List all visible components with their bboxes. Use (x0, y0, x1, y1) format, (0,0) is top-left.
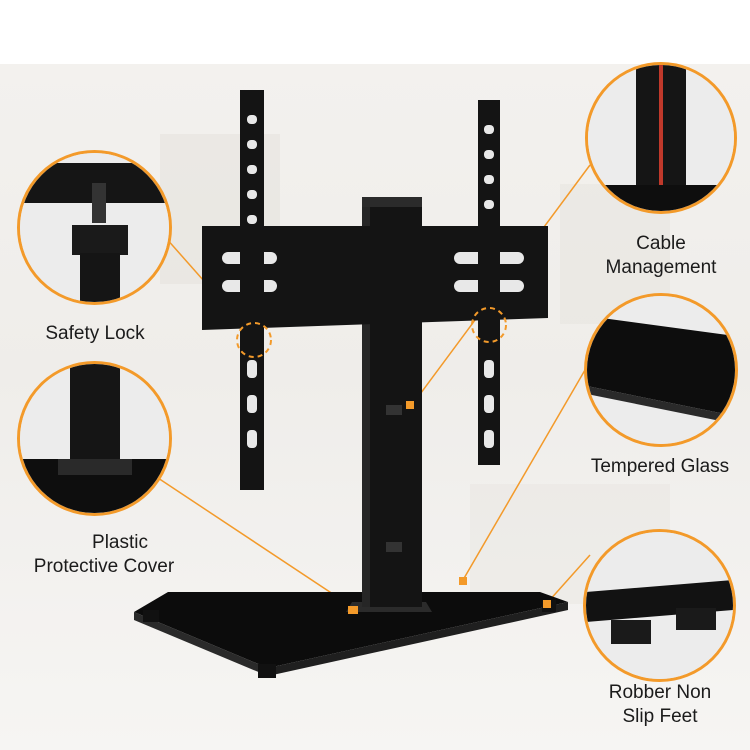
vertical-arms (240, 90, 500, 490)
plastic-cover-label-line2: Protective Cover (33, 556, 175, 577)
tempered-glass-detail-circle (584, 293, 738, 447)
plastic-cover-detail-circle (17, 361, 172, 516)
glass-base (134, 592, 568, 678)
callout-dots (348, 401, 551, 614)
safety-lock-label: Safety Lock (45, 323, 145, 344)
safety-lock-highlight-left (236, 322, 272, 358)
cable-management-label-line2: Management (605, 257, 717, 278)
rubber-feet-label-line1: Robber Non (608, 682, 712, 703)
tempered-glass-label: Tempered Glass (590, 456, 730, 477)
plastic-cover-label-line1: Plastic (92, 532, 148, 553)
cable-management-detail-circle (585, 62, 737, 214)
rubber-feet-detail-circle (583, 529, 736, 682)
safety-lock-detail-circle (17, 150, 172, 305)
safety-lock-highlight-right (471, 307, 507, 343)
rubber-feet-label-line2: Slip Feet (622, 706, 698, 727)
cable-management-label-line1: Cable (636, 233, 686, 254)
